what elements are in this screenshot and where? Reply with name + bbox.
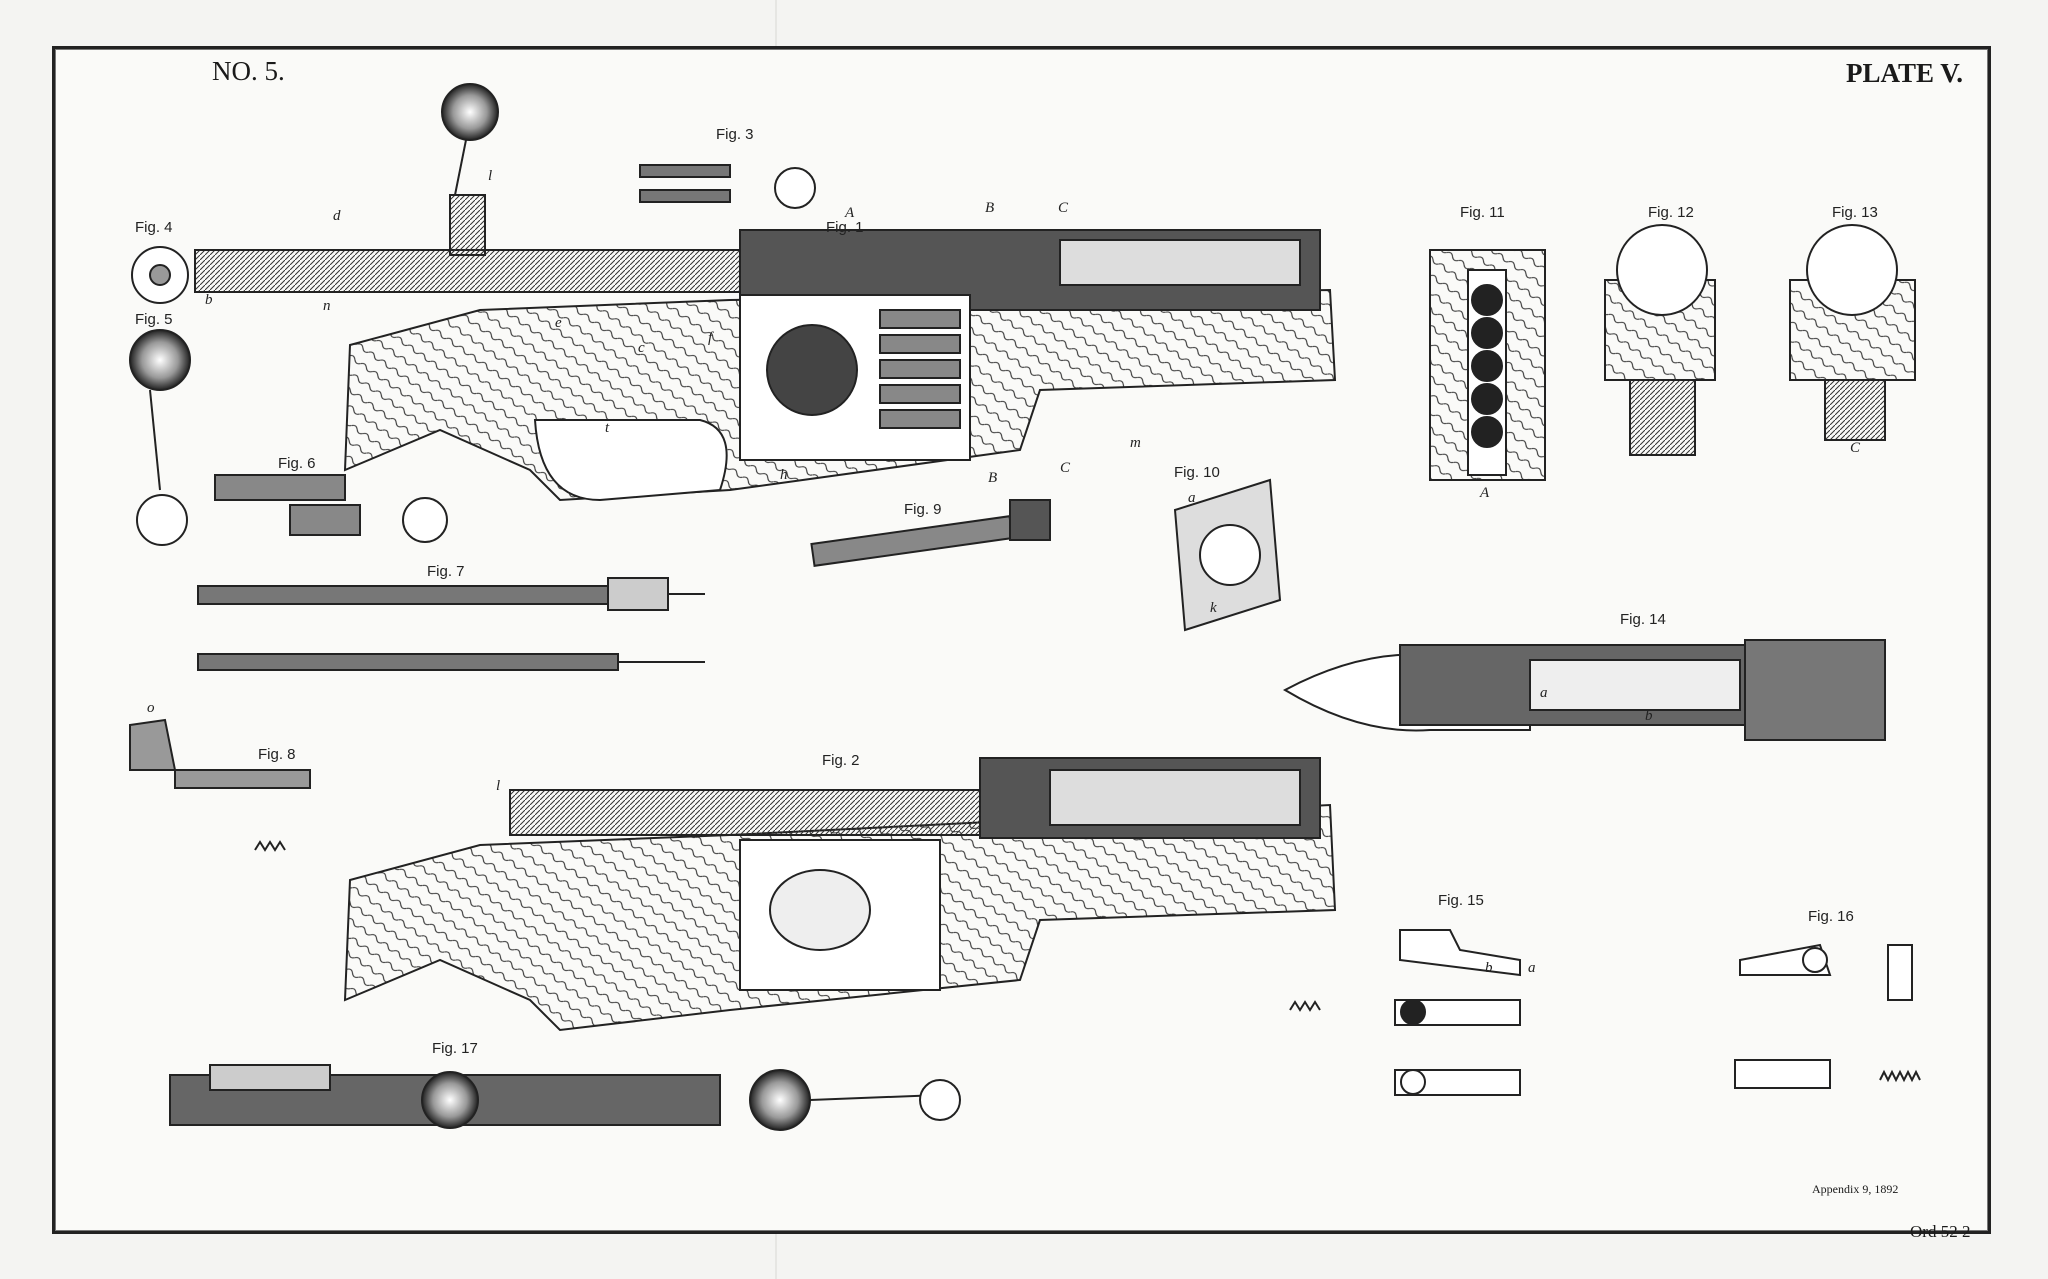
part-letter: C: [1058, 200, 1069, 216]
fig3-parts: [639, 164, 816, 209]
fig14-bolt: [1282, 639, 1886, 741]
part-letter: a: [1528, 960, 1536, 976]
part-letter: b: [1645, 708, 1653, 724]
part-letter: f: [708, 330, 713, 346]
fig1-label: Fig. 1: [826, 219, 864, 236]
fig14-label: Fig. 14: [1620, 611, 1666, 628]
fig5-label: Fig. 5: [135, 311, 173, 328]
part-letter: b: [1485, 960, 1493, 976]
fig3-label: Fig. 3: [716, 126, 754, 143]
fig17-bolt: [169, 1064, 961, 1131]
fig11-section: [1429, 249, 1546, 481]
fig7-firing-pins: [197, 577, 705, 671]
fig13-label: Fig. 13: [1832, 204, 1878, 221]
part-letter: e: [555, 315, 562, 331]
fig6-label: Fig. 6: [278, 455, 316, 472]
fig12-label: Fig. 12: [1648, 204, 1694, 221]
fig6-parts: [214, 474, 448, 543]
plate-number: NO. 5.: [212, 56, 285, 86]
part-letter: h: [780, 467, 788, 483]
ordnance-code: Ord 52 2: [1910, 1222, 1971, 1241]
fig2-rifle-section: [343, 757, 1337, 1032]
fig5-bolt-handle: [129, 329, 191, 546]
fig4-bolt-head: [131, 246, 189, 304]
part-letter: a: [1540, 685, 1548, 701]
fig12-section: [1604, 224, 1716, 456]
part-letter: B: [988, 470, 998, 486]
fig13-section: [1789, 224, 1916, 441]
part-letter: l: [488, 168, 493, 184]
fig8-extractor: [129, 718, 311, 852]
fig1-rifle-section: [194, 83, 1337, 502]
fig7-label: Fig. 7: [427, 563, 465, 580]
part-letter: n: [323, 298, 331, 314]
fig16-parts: [1734, 943, 1921, 1089]
fig15-parts: [1289, 929, 1521, 1096]
part-letter: m: [1130, 435, 1141, 451]
part-letter: C: [1060, 460, 1071, 476]
fig9-label: Fig. 9: [904, 501, 942, 518]
part-letter: l: [496, 778, 501, 794]
fig10-magazine-frame: [1173, 478, 1282, 632]
fig16-label: Fig. 16: [1808, 908, 1854, 925]
part-letter: B: [985, 200, 995, 216]
fig10-label: Fig. 10: [1174, 464, 1220, 481]
fig17-label: Fig. 17: [432, 1040, 478, 1057]
fig4-label: Fig. 4: [135, 219, 173, 236]
part-letter: d: [333, 208, 341, 224]
part-letter: c: [638, 340, 645, 356]
part-letter: a: [1188, 490, 1196, 506]
part-letter: k: [1210, 600, 1217, 616]
fig9-part: [810, 499, 1051, 567]
plate-title: PLATE V.: [1846, 58, 1964, 88]
fig2-label: Fig. 2: [822, 752, 860, 769]
part-letter: A: [845, 205, 855, 221]
part-letter: b: [205, 292, 213, 308]
part-letter: A: [1480, 485, 1490, 501]
part-letter: t: [605, 420, 610, 436]
fig8-label: Fig. 8: [258, 746, 296, 763]
appendix-note: Appendix 9, 1892: [1812, 1182, 1899, 1196]
part-letter: o: [147, 700, 155, 716]
fig15-label: Fig. 15: [1438, 892, 1484, 909]
part-letter: C: [1850, 440, 1861, 456]
fig11-label: Fig. 11: [1460, 204, 1505, 221]
